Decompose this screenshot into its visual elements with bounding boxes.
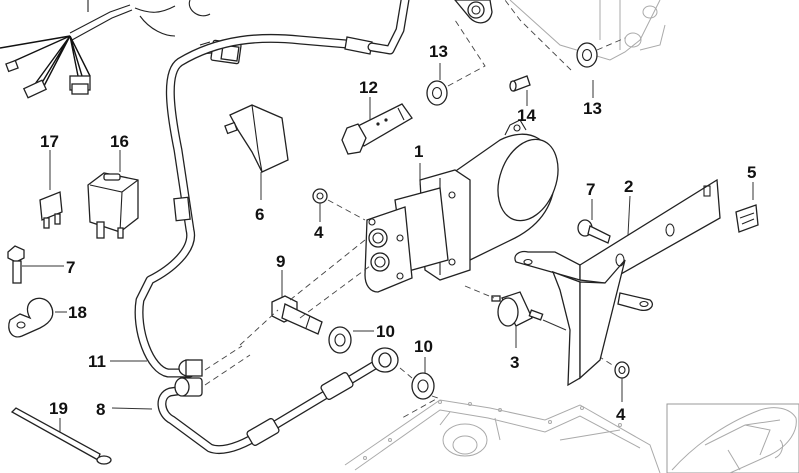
callout-14[interactable]: 14 xyxy=(517,106,536,125)
relay[interactable] xyxy=(87,172,139,239)
nut-4a[interactable] xyxy=(312,188,328,204)
holder[interactable] xyxy=(224,104,289,173)
pump-assembly[interactable] xyxy=(364,119,569,293)
seal-ring-13a[interactable] xyxy=(426,80,448,106)
callout-6[interactable]: 6 xyxy=(255,205,265,224)
banjo-bolt[interactable] xyxy=(271,295,323,335)
bolt-left[interactable] xyxy=(7,245,25,284)
vehicle-thumbnail[interactable] xyxy=(666,403,799,473)
fuse[interactable] xyxy=(39,191,63,229)
seal-ring-10a[interactable] xyxy=(328,326,352,354)
oil-pan-ghost xyxy=(344,399,661,473)
wiring-harness[interactable] xyxy=(0,0,242,99)
nut-4b[interactable] xyxy=(614,361,630,379)
callout-13a[interactable]: 13 xyxy=(429,42,448,61)
seal-ring-10b[interactable] xyxy=(411,372,435,400)
return-line[interactable] xyxy=(134,0,410,378)
mounting-bracket[interactable] xyxy=(514,178,721,387)
callout-8[interactable]: 8 xyxy=(96,400,106,419)
hollow-bolt[interactable] xyxy=(341,103,413,155)
callout-7a[interactable]: 7 xyxy=(66,258,76,277)
filter-screen[interactable] xyxy=(509,75,531,92)
callout-3[interactable]: 3 xyxy=(510,353,520,372)
callout-11[interactable]: 11 xyxy=(88,352,106,371)
callout-1[interactable]: 1 xyxy=(414,142,424,161)
cable-tie[interactable] xyxy=(10,407,112,465)
rubber-mount[interactable] xyxy=(491,291,544,327)
banjo-fitting-top[interactable] xyxy=(454,0,493,24)
callout-10b[interactable]: 10 xyxy=(414,337,433,356)
callout-4a[interactable]: 4 xyxy=(314,223,324,242)
callout-9[interactable]: 9 xyxy=(276,252,286,271)
callout-10a[interactable]: 10 xyxy=(376,322,395,341)
callout-13b[interactable]: 13 xyxy=(583,99,602,118)
valve-block-ghost xyxy=(509,0,666,61)
cable-clamp[interactable] xyxy=(8,297,54,338)
callout-19[interactable]: 19 xyxy=(49,399,68,418)
leader-lines xyxy=(22,63,754,432)
callout-5[interactable]: 5 xyxy=(747,163,757,182)
pressure-line[interactable] xyxy=(157,347,399,455)
callout-12[interactable]: 12 xyxy=(359,78,378,97)
callout-7b[interactable]: 7 xyxy=(586,180,596,199)
bolt-right[interactable] xyxy=(577,219,611,244)
callout-16[interactable]: 16 xyxy=(110,132,129,151)
callout-17[interactable]: 17 xyxy=(40,132,59,151)
callout-4b[interactable]: 4 xyxy=(616,405,626,424)
callout-18[interactable]: 18 xyxy=(68,303,87,322)
callout-2[interactable]: 2 xyxy=(624,177,634,196)
clip-nut[interactable] xyxy=(735,204,759,233)
seal-ring-13b[interactable] xyxy=(576,42,598,68)
